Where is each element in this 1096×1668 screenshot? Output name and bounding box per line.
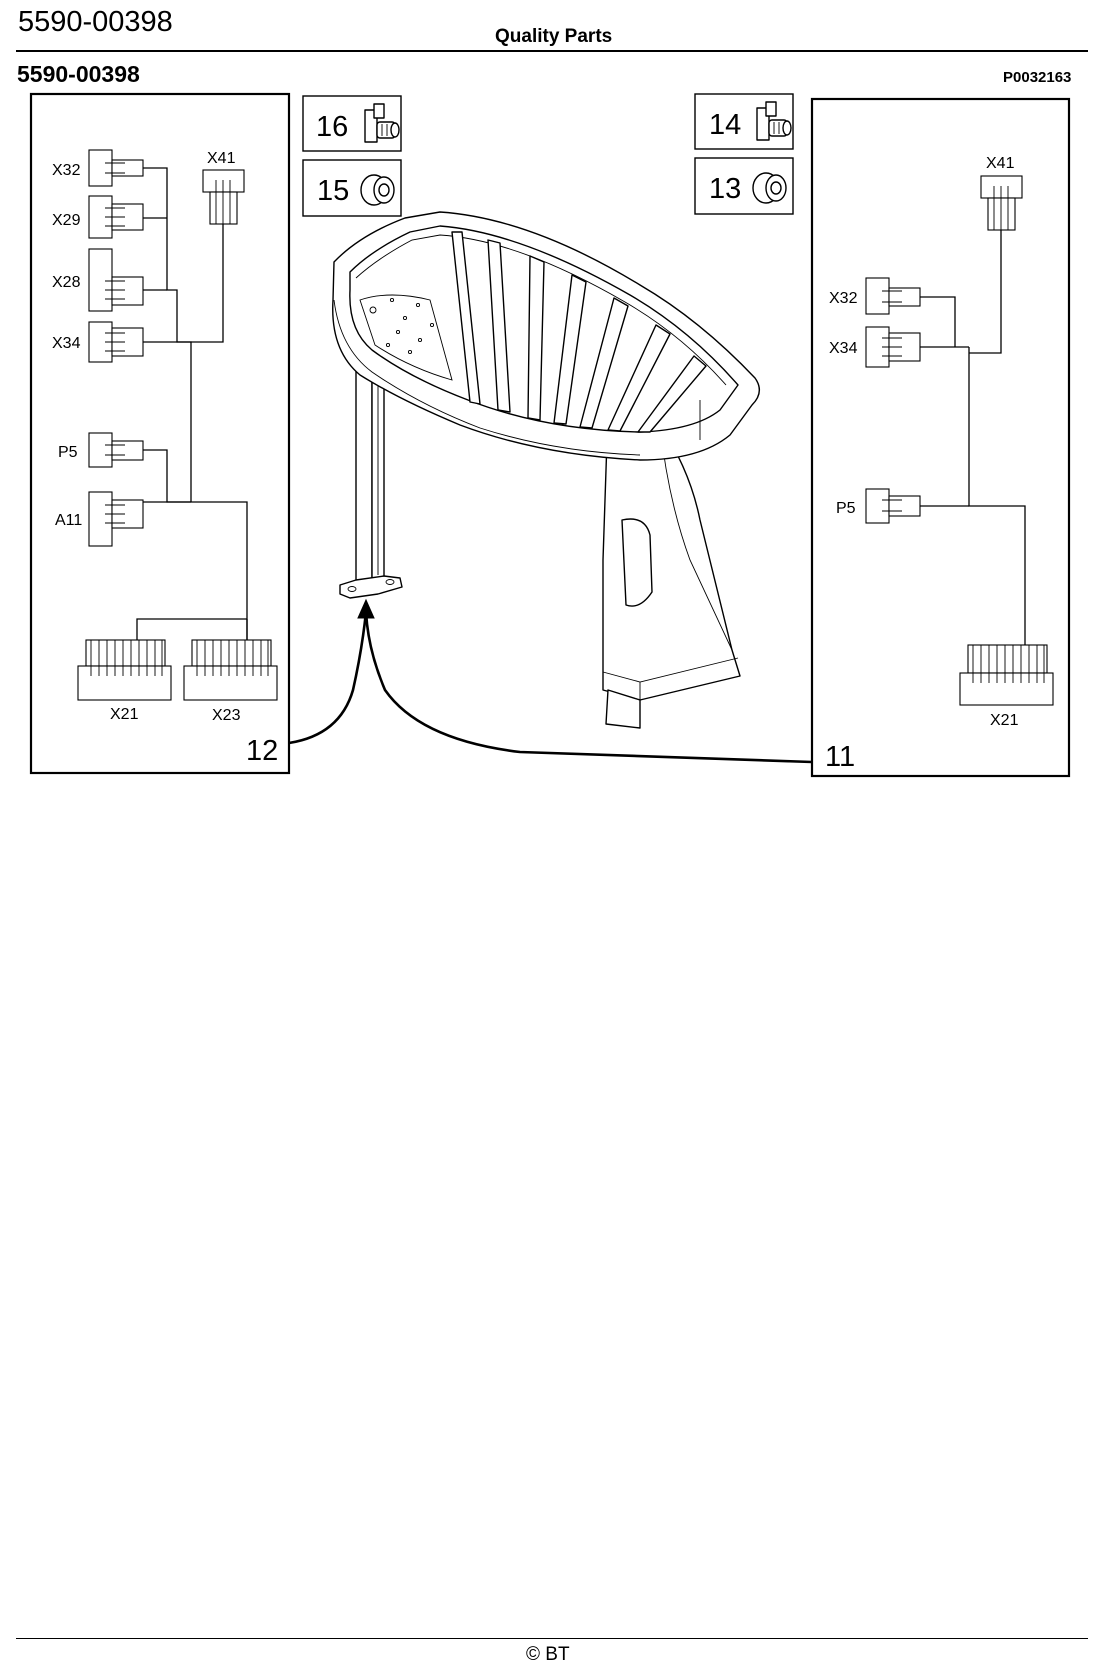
x28-label: X28 [52, 274, 81, 291]
connector-x29[interactable] [88, 195, 144, 239]
connector-a11[interactable] [88, 491, 144, 547]
grommet-icon [752, 172, 787, 204]
item-14-box[interactable]: 14 [694, 93, 794, 150]
item-13-box[interactable]: 13 [694, 157, 794, 215]
x32-label: X32 [829, 290, 858, 307]
floor-holes [369, 297, 435, 355]
item-11-callout[interactable]: 11 [825, 741, 855, 773]
routing-arrowhead [357, 598, 375, 619]
harness-12-panel[interactable]: X32 X29 X28 X34 X41 P5 A11 X21 X23 12 [29, 92, 291, 775]
connector-x28[interactable] [88, 248, 144, 312]
connector-p5[interactable] [88, 432, 144, 468]
item-16-callout: 16 [316, 111, 348, 143]
item-16-box[interactable]: 16 [302, 95, 402, 152]
item-13-callout: 13 [709, 173, 741, 205]
item-12-routing-line [288, 611, 368, 745]
x34-label: X34 [52, 335, 81, 352]
item-12-callout[interactable]: 12 [246, 735, 278, 767]
x21-label: X21 [110, 706, 139, 723]
connector-x41[interactable] [980, 175, 1023, 231]
x21-label: X21 [990, 712, 1019, 729]
x32-label: X32 [52, 162, 81, 179]
harness-11-frame [810, 97, 1071, 778]
routing-lines [288, 598, 813, 764]
footer-copyright: © BT [526, 1644, 570, 1665]
connector-x32[interactable] [88, 149, 144, 187]
connector-x21[interactable] [77, 639, 172, 701]
clamp-icon [364, 103, 400, 143]
connector-x21[interactable] [959, 644, 1054, 706]
x34-label: X34 [829, 340, 858, 357]
connector-x32[interactable] [865, 277, 921, 315]
p5-label: P5 [58, 444, 78, 461]
harness-12-frame [29, 92, 291, 775]
housing-ribs [451, 231, 707, 433]
clamp-icon [756, 101, 792, 141]
header-divider [16, 50, 1088, 52]
x29-label: X29 [52, 212, 81, 229]
x23-label: X23 [212, 707, 241, 724]
header-title: Quality Parts [495, 26, 613, 47]
document-number: 5590-00398 [18, 6, 173, 38]
connector-p5[interactable] [865, 488, 921, 524]
x41-label: X41 [207, 150, 236, 167]
figure-code: P0032163 [1003, 69, 1072, 86]
item-11-routing-line [364, 611, 813, 764]
connector-x34[interactable] [865, 326, 921, 368]
footer-divider [16, 1638, 1088, 1639]
item-14-callout: 14 [709, 109, 741, 141]
grommet-icon [360, 174, 395, 206]
connector-x41[interactable] [202, 169, 245, 225]
housing-illustration[interactable] [332, 211, 760, 729]
page-heading: 5590-00398 [17, 61, 140, 87]
harness-11-panel[interactable]: X41 X32 X34 P5 X21 11 [810, 97, 1071, 778]
p5-label: P5 [836, 500, 856, 517]
harness-12-wiring [136, 167, 248, 640]
connector-x23[interactable] [183, 639, 278, 701]
x41-label: X41 [986, 155, 1015, 172]
harness-11-wiring [920, 230, 1026, 645]
connector-x34[interactable] [88, 321, 144, 363]
item-15-box[interactable]: 15 [302, 159, 402, 217]
a11-label: A11 [55, 512, 82, 529]
item-15-callout: 15 [317, 175, 349, 207]
